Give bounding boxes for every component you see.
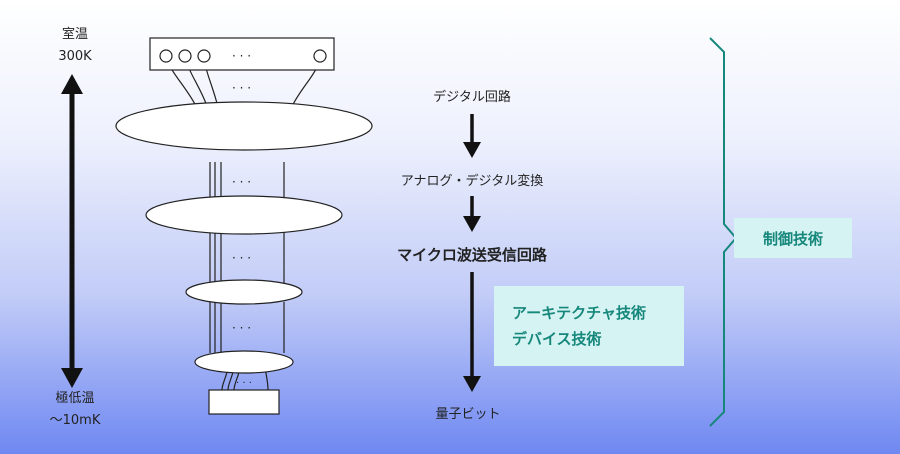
room-temp-label: 室温 300K (35, 24, 115, 68)
dots-stage3-4: · · · (232, 321, 251, 335)
qubit-chip (208, 389, 280, 415)
flow-arrows (463, 114, 481, 392)
cryogenic-temp-label: 極低温 〜10mK (35, 388, 115, 432)
dots-chip: · · · (236, 378, 252, 389)
cryogenic-temp-title: 極低温 (55, 391, 95, 406)
room-temp-title: 室温 (61, 27, 88, 42)
dots-stage1-2: · · · (232, 175, 251, 189)
dots-stage2-3: · · · (232, 251, 251, 265)
dots-stage1-top: · · · (232, 81, 251, 95)
temperature-axis-arrow (61, 74, 83, 388)
cooling-stage-4 (194, 350, 294, 374)
control-tech-box: 制御技術 (734, 218, 852, 258)
control-tech-label: 制御技術 (762, 229, 823, 248)
cryogenic-temp-value: 〜10mK (49, 413, 101, 428)
cooling-stage-1 (115, 101, 373, 151)
room-temp-connector (149, 37, 335, 71)
architecture-device-tech-box: アーキテクチャ技術 デバイス技術 (494, 286, 684, 366)
architecture-tech-label: アーキテクチャ技術 (512, 304, 646, 322)
cooling-stage-2 (145, 195, 343, 235)
flow-qubit: 量子ビット (435, 407, 501, 422)
room-temp-value: 300K (58, 49, 92, 64)
device-tech-label: デバイス技術 (512, 330, 602, 348)
flow-microwave: マイクロ波送受信回路 (397, 246, 547, 264)
flow-adc: アナログ・デジタル変換 (400, 174, 544, 189)
flow-digital-circuit: デジタル回路 (433, 90, 511, 105)
cooling-stage-3 (185, 279, 303, 305)
dots-connector: · · · (232, 49, 251, 63)
control-bracket (709, 37, 738, 427)
